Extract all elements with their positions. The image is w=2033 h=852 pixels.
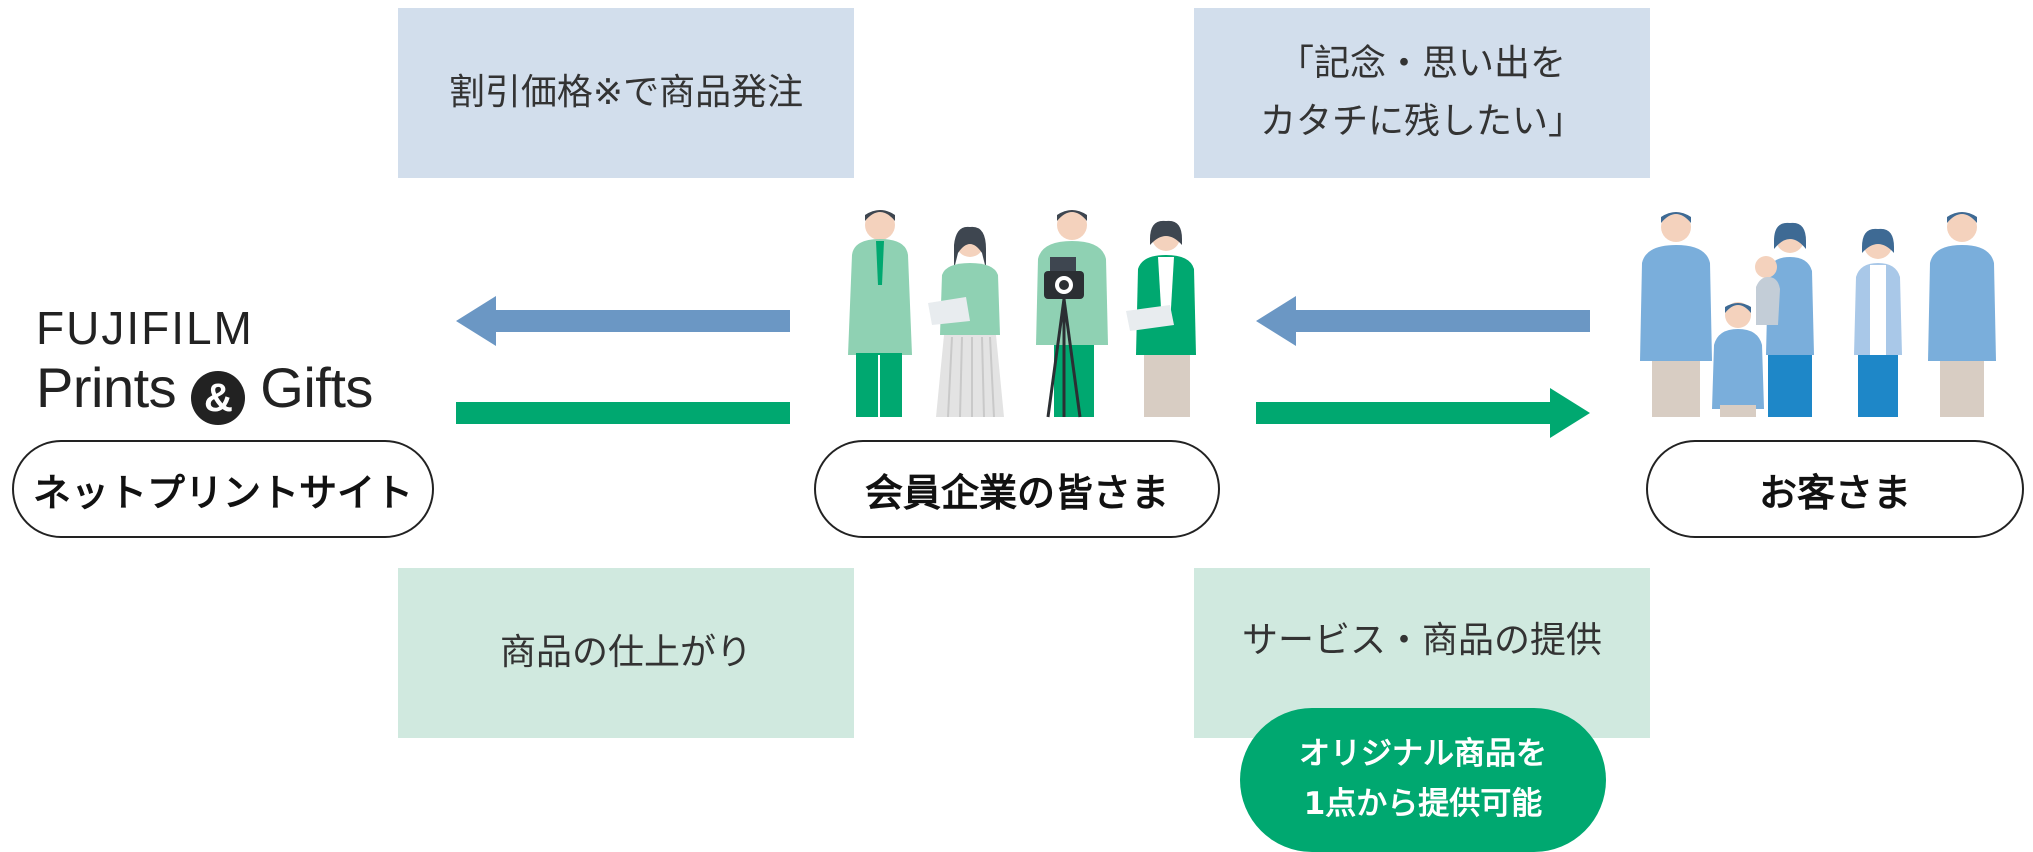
- logo-line-1: FUJIFILM: [36, 302, 254, 354]
- customer-family-illustration: [1640, 212, 1996, 417]
- original-goods-badge: オリジナル商品を 1点から提供可能: [1240, 708, 1606, 852]
- member-staff-illustration: [848, 210, 1196, 418]
- arrow-wish-to-members: [1256, 296, 1590, 346]
- customer-person-father: [1640, 212, 1712, 417]
- member-companies-label: 会員企業の皆さま: [814, 440, 1220, 538]
- customer-person-child: [1712, 302, 1764, 417]
- logo-line-2: Prints & Gifts: [36, 358, 373, 425]
- discount-order-bubble: 割引価格※で商品発注: [398, 8, 854, 178]
- ampersand-mark: &: [191, 371, 246, 425]
- customer-wish-bubble: 「記念・思い出を カタチに残したい」: [1194, 8, 1650, 178]
- customer-person-elder: [1928, 212, 1996, 417]
- arrow-order-to-netprint: [456, 296, 790, 346]
- netprint-site-label: ネットプリントサイト: [12, 440, 434, 538]
- staff-person-skirt: [928, 226, 1004, 418]
- staff-person-suit: [848, 210, 912, 417]
- customers-label: お客さま: [1646, 440, 2024, 538]
- staff-person-photographer: [1036, 210, 1108, 418]
- staff-person-vest: [1126, 220, 1196, 417]
- arrow-service-to-customers: [1256, 388, 1590, 438]
- arrow-goods-to-members: [456, 402, 790, 424]
- customer-person-girl: [1854, 228, 1902, 417]
- finished-goods-bubble: 商品の仕上がり: [398, 568, 854, 738]
- customer-person-mother: [1755, 222, 1814, 417]
- fujifilm-prints-gifts-logo: FUJIFILM Prints & Gifts: [36, 305, 373, 425]
